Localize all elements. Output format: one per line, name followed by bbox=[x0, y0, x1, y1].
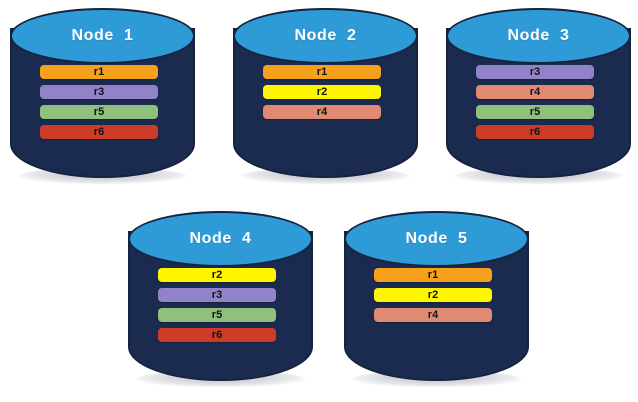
replica-bar-r5[interactable]: r5 bbox=[476, 105, 594, 119]
node-cylinder-top bbox=[344, 211, 529, 267]
replica-bar-r3[interactable]: r3 bbox=[476, 65, 594, 79]
node-cylinder-top bbox=[233, 8, 418, 64]
replica-bar-r6[interactable]: r6 bbox=[40, 125, 158, 139]
replica-bar-r5[interactable]: r5 bbox=[40, 105, 158, 119]
replica-list: r1 r2 r4 bbox=[263, 65, 381, 125]
replica-bar-r1[interactable]: r1 bbox=[263, 65, 381, 79]
replica-list: r1 r3 r5 r6 bbox=[40, 65, 158, 145]
node-cylinder-top bbox=[10, 8, 195, 64]
replica-bar-r5[interactable]: r5 bbox=[158, 308, 276, 322]
replica-bar-r1[interactable]: r1 bbox=[374, 268, 492, 282]
node-cylinder-top bbox=[128, 211, 313, 267]
replica-bar-r3[interactable]: r3 bbox=[40, 85, 158, 99]
replica-list: r1 r2 r4 bbox=[374, 268, 492, 328]
replica-bar-r2[interactable]: r2 bbox=[374, 288, 492, 302]
replica-bar-r2[interactable]: r2 bbox=[263, 85, 381, 99]
replica-bar-r6[interactable]: r6 bbox=[158, 328, 276, 342]
replica-bar-r4[interactable]: r4 bbox=[374, 308, 492, 322]
replica-bar-r2[interactable]: r2 bbox=[158, 268, 276, 282]
replica-list: r2 r3 r5 r6 bbox=[158, 268, 276, 348]
replica-bar-r6[interactable]: r6 bbox=[476, 125, 594, 139]
replica-list: r3 r4 r5 r6 bbox=[476, 65, 594, 145]
node-cylinder-top bbox=[446, 8, 631, 64]
replica-bar-r3[interactable]: r3 bbox=[158, 288, 276, 302]
replica-bar-r4[interactable]: r4 bbox=[263, 105, 381, 119]
replica-bar-r1[interactable]: r1 bbox=[40, 65, 158, 79]
replica-bar-r4[interactable]: r4 bbox=[476, 85, 594, 99]
